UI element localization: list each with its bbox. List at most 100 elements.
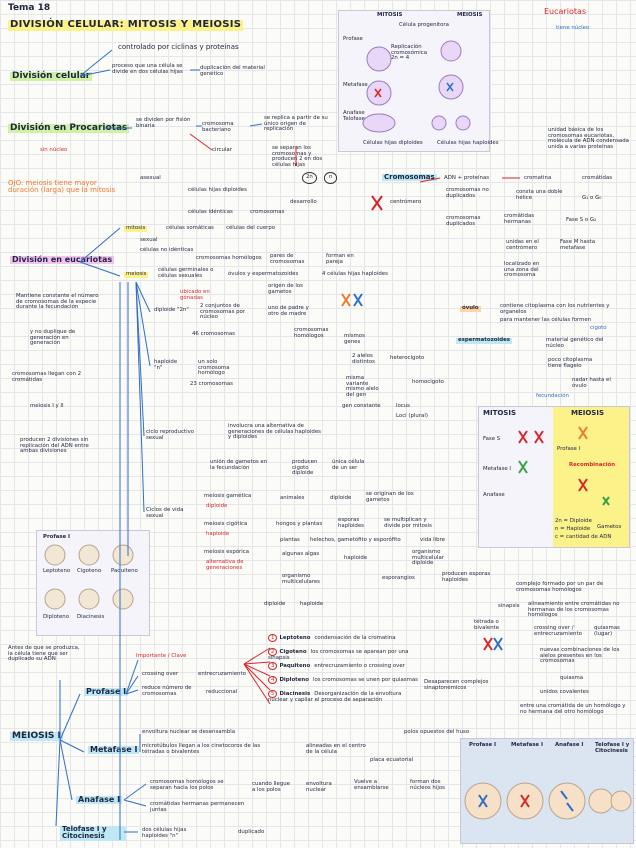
alineadas: alineadas en el centro de la célula: [306, 743, 366, 755]
loci: Loci (plural): [396, 413, 428, 419]
se-multiplican: se multiplican y divide por mitosis: [384, 517, 432, 529]
animales: animales: [280, 495, 305, 501]
meiosis-esporica: meiosis espórica: [204, 549, 250, 555]
micrograph-mitosis-meiosis-2: MITOSIS MEIOSIS Fase S Profase I Metafas…: [478, 406, 630, 548]
quiasma-quiasma: quiasma: [560, 675, 584, 681]
mg2-mitosis: MITOSIS: [483, 409, 516, 417]
envoltura-nuclear: envoltura nuclear: [306, 781, 332, 793]
homologos-separan: cromosomas homólogos se separan hacia lo…: [150, 779, 224, 791]
cromatina: cromatina: [524, 175, 552, 181]
haploide-n: haploide "n": [154, 359, 178, 371]
diploide-2n: diploide "2n": [154, 307, 189, 313]
mg4-metafase: Metafase I: [511, 742, 543, 748]
metafase-i-label: Metafase I: [88, 745, 140, 755]
step-number: 4: [268, 676, 278, 684]
meiosis-gametica: meiosis gamética: [204, 493, 252, 499]
mg2-profase: Profase I: [557, 446, 581, 452]
micrograph-meiosis-phases: Profase I Metafase I Anafase I Telofase …: [460, 738, 634, 844]
controlado: controlado por ciclinas y proteínas: [118, 43, 239, 51]
mg2-gametos: Gametos: [597, 524, 622, 530]
desarrollo: desarrollo: [290, 199, 317, 205]
hermanas-juntas: cromátidas hermanas permanecen juntas: [150, 801, 245, 813]
step-description: los cromosomas se unen por quiasmas: [312, 677, 418, 683]
mg2-haploide: n = Haploide: [555, 526, 591, 532]
sexual: sexual: [140, 237, 158, 243]
mg1-haploides: Células hijas haploides: [437, 140, 499, 146]
profase-i-label: Profase I: [84, 687, 129, 697]
quiasma-tetrada: tétrada o bivalente: [474, 619, 500, 631]
dos-conjuntos: 2 conjuntos de cromosomas por núcleo: [200, 303, 246, 321]
mg4-telofase: Telofase I y Citocinesis: [595, 742, 630, 754]
antes-meiosis: Antes de que se produzca, la célula tien…: [8, 645, 80, 663]
esperma-nadar: nadar hasta el óvulo: [572, 377, 611, 389]
esporas-haploides: esporas haploides: [338, 517, 364, 529]
mg2-recombinacion: Recombinación: [569, 462, 616, 468]
organismo: organismo multicelulares: [282, 573, 320, 585]
union-gametos: unión de gametos en la fecundación: [210, 459, 268, 471]
envoltura-desensambla: envoltura nuclear se desensambla: [142, 729, 236, 735]
mg1-anafase: Anafase Telofase: [343, 110, 365, 122]
fase-s: Fase S o G₂: [566, 217, 597, 223]
asexual: asexual: [140, 175, 161, 181]
forman-pareja: forman en pareja: [326, 253, 354, 265]
circle-2n: 2n: [302, 172, 317, 184]
localizado: localizado en una zona del cromosoma: [504, 261, 540, 279]
cromatidas-top: cromátidas: [582, 175, 613, 181]
mg2-fase-s: Fase S: [483, 436, 501, 442]
se-dividen: se dividen por fisión binaria: [136, 117, 191, 129]
mg1-metafase: Metafase: [343, 82, 368, 88]
celulas-identicas: células idénticas: [188, 209, 233, 215]
celulas-hijas-diploides: células hijas diploides: [188, 187, 247, 193]
mg1-replicacion: Replicación cromosómica 2n = 4: [391, 44, 428, 62]
mg1-mitosis: MITOSIS: [377, 12, 403, 18]
g1-g0: G₁ o G₀: [582, 195, 602, 201]
helechos: helechos, gametófito y esporófito: [310, 537, 401, 543]
step-description: Desorganización de la envoltura nuclear …: [268, 691, 402, 703]
unica-celula: única célula de un ser: [332, 459, 365, 471]
procariotas: División en Procariotas: [8, 123, 130, 134]
mg3-cigoteno: Cigoteno: [77, 568, 102, 574]
step-number: 2: [268, 648, 278, 656]
consta-helice: consta una doble hélice: [516, 189, 563, 201]
uno-padre: uno de padre y otro de madre: [268, 305, 309, 317]
locus: locus: [396, 403, 410, 409]
mg2-diploide: 2n = Diploide: [555, 518, 592, 524]
producen-cigoto: producen cigoto diploide: [292, 459, 318, 477]
cigotica-haploide: haploide: [206, 531, 230, 537]
ovulo-mantener: para mantener las células formen: [500, 317, 592, 323]
telofase-label: Telofase I y Citocinesis: [60, 825, 126, 841]
pares-cromosomas: pares de cromosomas: [270, 253, 305, 265]
micrograph-profase: Profase I Leptoteno Cigoteno Paquiteno D…: [36, 530, 150, 636]
quiasma-alineamiento: alineamiento entre cromátidas no hermana…: [528, 601, 620, 619]
ovulo-label: óvulo: [460, 305, 481, 312]
eucariotas-label: Eucariotas: [544, 7, 587, 16]
quiasma-crossing: crossing over / entrecruzamiento: [534, 625, 582, 637]
mg2-cantidad: c = cantidad de ADN: [555, 534, 612, 540]
misma-variante: misma variante mismo alelo del gen: [346, 375, 379, 399]
quiasma-entre: entre una cromátida de un homólogo y no …: [520, 703, 626, 715]
esperma-material: material genético del núcleo: [546, 337, 604, 349]
replica: se replica a partir de su único origen d…: [264, 115, 328, 133]
step-name: Leptoteno: [279, 635, 311, 641]
vuelve-ensamblarse: Vuelve a ensamblarse: [354, 779, 389, 791]
adn-proteinas: ADN + proteínas: [444, 175, 490, 181]
cromosoma-bacteriano: cromosoma bacteriano: [202, 121, 234, 133]
step-description: los cromosomas se aparean por una sinaps…: [268, 649, 409, 661]
origen-gametos: origen de los gametos: [268, 283, 303, 295]
separan: se separan los cromosomas y producen 2 e…: [272, 145, 323, 169]
cromosomas-llegan: cromosomas llegan con 2 cromátidas: [12, 371, 82, 383]
fecundacion: fecundación: [536, 393, 569, 399]
mg1-profase: Profase: [343, 36, 363, 42]
celulas-no-identicas: células no idénticas: [140, 247, 194, 253]
ovulo-contiene: contiene citoplasma con los nutrientes y…: [500, 303, 610, 315]
quiasma-quiasmas: quiasmas (lugar): [594, 625, 620, 637]
step-name: Diploteno: [279, 677, 309, 683]
mg3-leptoteno: Leptoteno: [43, 568, 71, 574]
cycle-haploide: haploide: [300, 601, 324, 607]
step-description: condensación de la cromatina: [314, 635, 396, 641]
46-cromosomas: 46 cromosomas: [192, 331, 235, 337]
